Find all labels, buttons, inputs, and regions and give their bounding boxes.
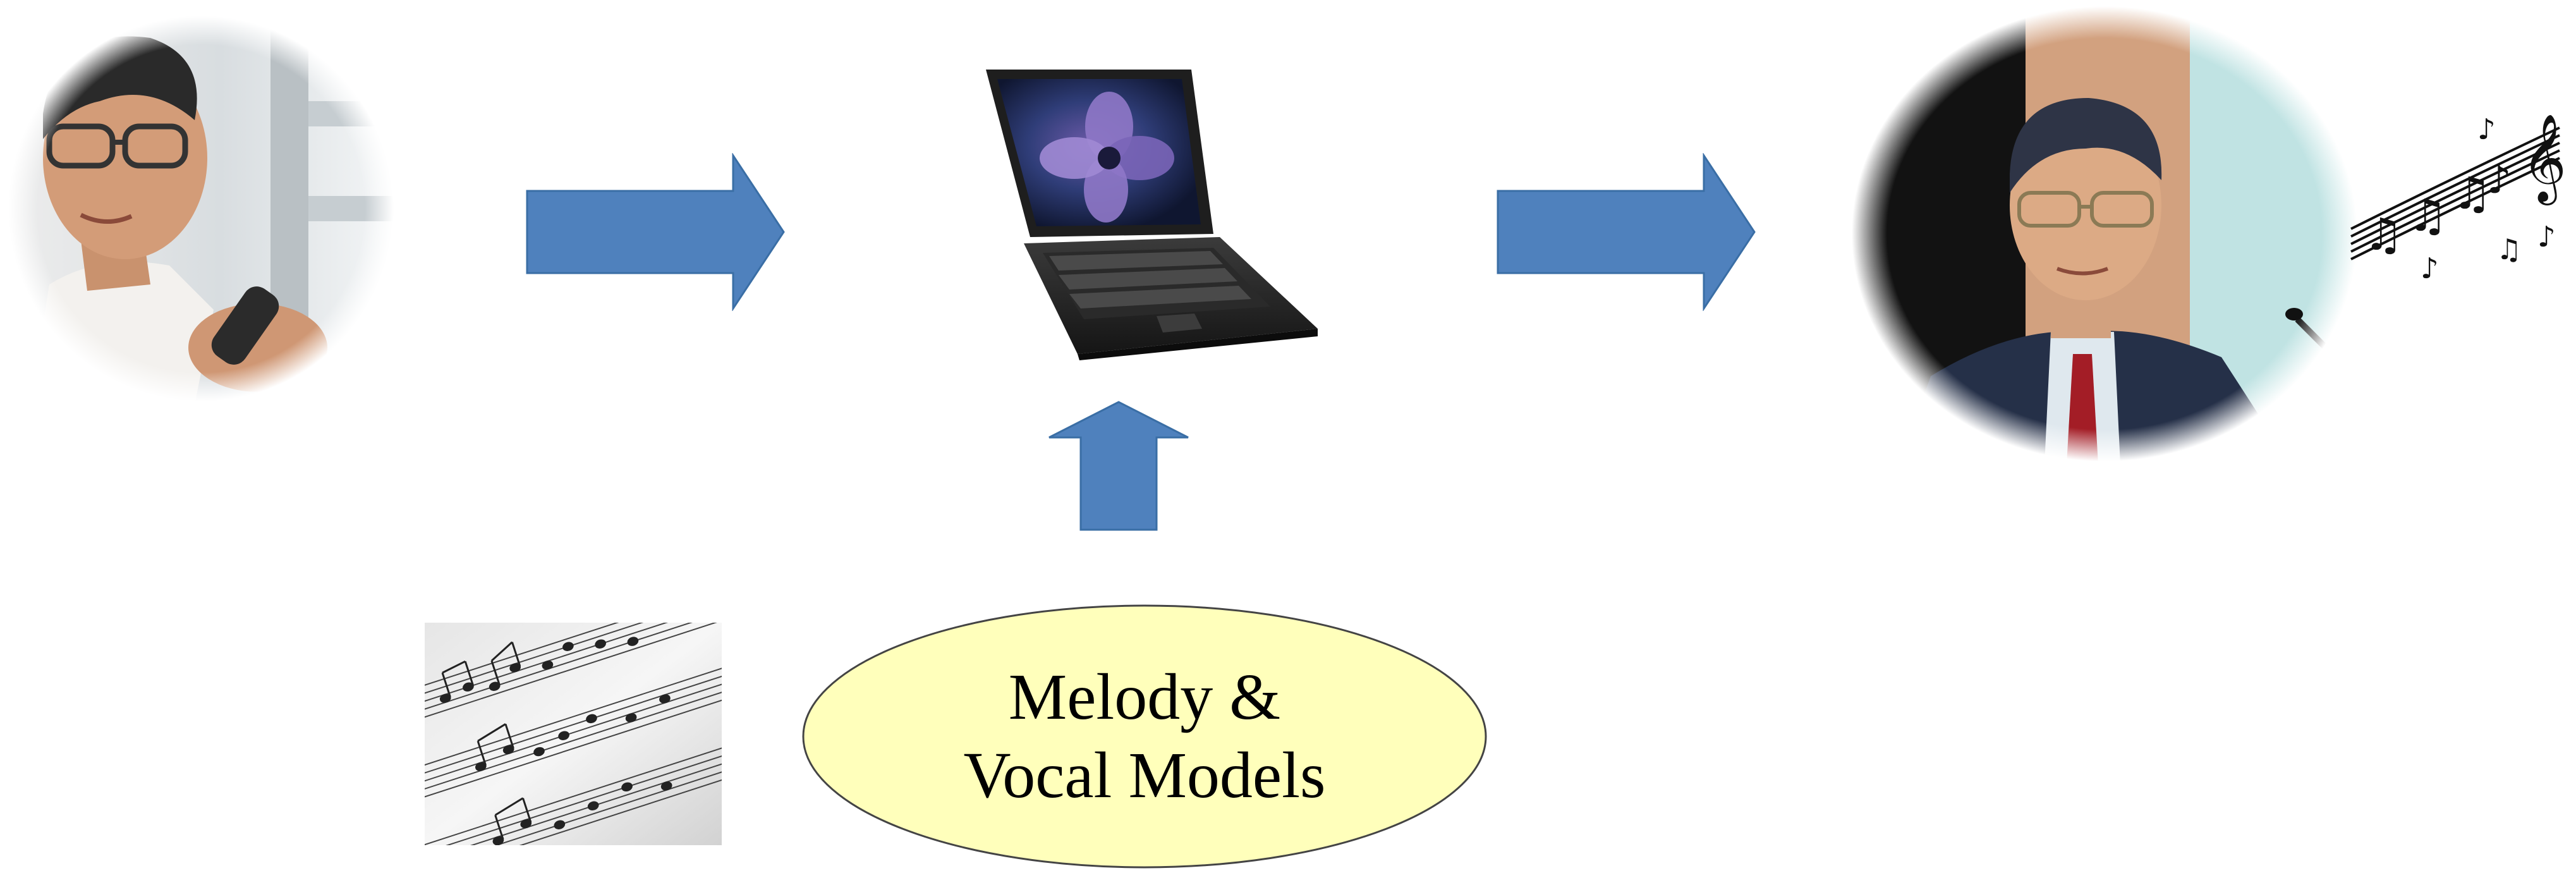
svg-text:♫: ♫ <box>2452 168 2492 219</box>
models-label-line1: Melody & <box>1008 661 1281 733</box>
svg-text:♫: ♫ <box>2496 233 2522 266</box>
models-label-line2: Vocal Models <box>963 739 1326 812</box>
svg-text:♫: ♫ <box>2408 190 2448 241</box>
right-arrow-1 <box>525 153 790 311</box>
laptop-icon <box>973 63 1327 360</box>
svg-text:♪: ♪ <box>2537 220 2556 253</box>
svg-text:♪: ♪ <box>2477 114 2496 146</box>
melody-vocal-models-ellipse: Melody & Vocal Models <box>801 604 1488 869</box>
music-notes-icon: 𝄞 ♫ ♫ ♫ ♪ ♪ ♫ ♪ ♪ <box>2338 114 2572 284</box>
up-arrow <box>1043 400 1194 532</box>
svg-text:𝄞: 𝄞 <box>2522 114 2567 205</box>
svg-text:♪: ♪ <box>2421 252 2439 284</box>
right-arrow-2 <box>1495 153 1761 311</box>
singer-with-microphone-photo <box>1849 3 2360 465</box>
svg-text:♫: ♫ <box>2364 209 2403 260</box>
person-holding-phone-photo <box>5 13 397 405</box>
sheet-music-photo <box>425 623 722 845</box>
svg-text:♪: ♪ <box>2487 158 2511 202</box>
